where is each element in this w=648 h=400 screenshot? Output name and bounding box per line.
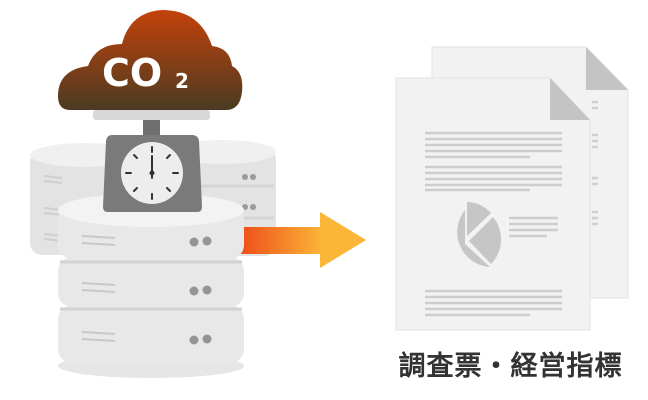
pie-chart-icon bbox=[457, 202, 502, 267]
cloud-icon: CO 2 bbox=[58, 10, 243, 110]
scale-icon bbox=[93, 110, 210, 212]
documents-label: 調査票・経営指標 bbox=[398, 351, 623, 382]
server-stack-icon bbox=[58, 193, 244, 378]
co2-text: CO bbox=[102, 51, 162, 95]
arrow-right-icon bbox=[240, 212, 366, 268]
co2-subscript: 2 bbox=[175, 69, 189, 93]
document-icon bbox=[395, 77, 591, 331]
